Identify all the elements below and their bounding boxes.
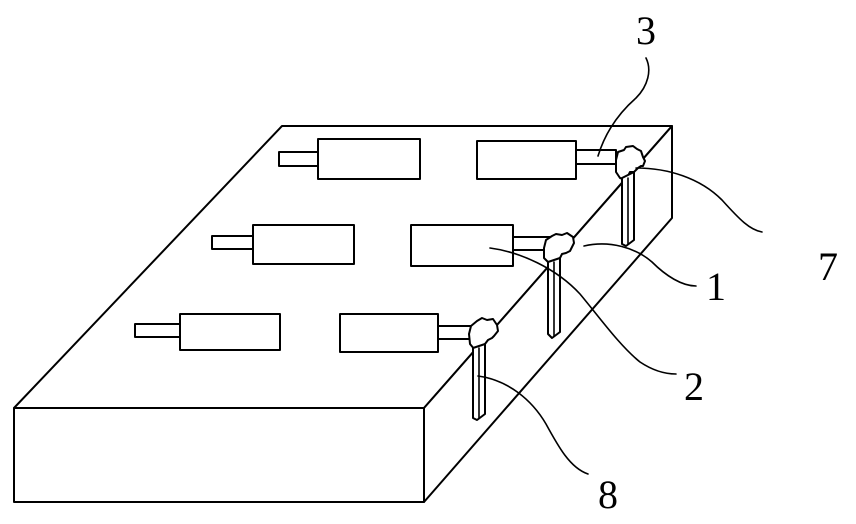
cylinder-front-left (180, 314, 280, 350)
cylinder-middle-right (411, 225, 513, 266)
label-2: 2 (684, 364, 704, 409)
label-8: 8 (598, 472, 618, 517)
label-7: 7 (818, 244, 838, 289)
block-front-face (14, 408, 424, 502)
label-1: 1 (706, 264, 726, 309)
rod-back-left (279, 152, 319, 166)
cylinder-back-left (318, 139, 420, 179)
rod-middle-left (212, 236, 254, 249)
label-3: 3 (636, 8, 656, 53)
cylinder-front-right (340, 314, 438, 352)
rod-front-left (135, 324, 181, 337)
cylinder-middle-left (253, 225, 354, 264)
cylinder-back-right (477, 141, 576, 179)
rod-back-right (576, 150, 616, 164)
